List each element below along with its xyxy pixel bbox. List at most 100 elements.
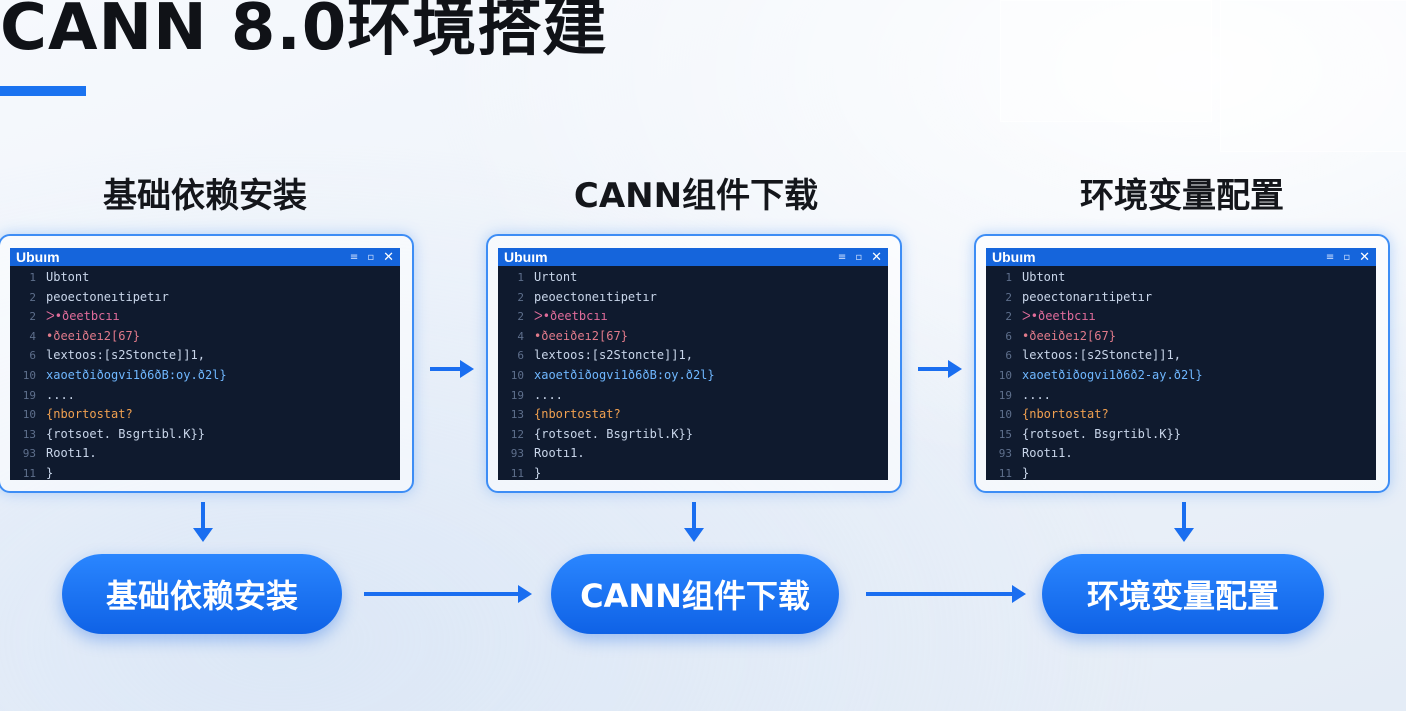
code-line: 15 {rotsoet. Bsgrtibl.K}} <box>986 425 1376 445</box>
line-text: .... <box>534 387 563 402</box>
line-text: xaoetðiðogvi1ð6ðB:oy.ð2l} <box>534 367 715 382</box>
code-line: 1 Ubtont <box>986 268 1376 288</box>
line-text: Ubtont <box>1022 270 1066 284</box>
line-text: ᐳ•ðeetbcıı <box>1022 309 1096 324</box>
code-line: 6 lextoos:[s2Stoncte]]1, <box>986 346 1376 366</box>
line-text: {rotsoet. Bsgrtibl.K}} <box>46 426 205 441</box>
line-text: } <box>1022 465 1030 480</box>
code-line: 11 } <box>986 464 1376 480</box>
line-number: 2 <box>1005 290 1012 304</box>
line-text: Rootı1. <box>1022 446 1073 461</box>
line-text: Urtont <box>534 270 578 284</box>
code-line: 6 •ðeeiðeı2[67} <box>986 327 1376 347</box>
line-text: ᐳ•ðeetbcıı <box>534 309 608 324</box>
close-icon[interactable]: ✕ <box>383 249 394 265</box>
window-title: Ubuım <box>504 249 548 265</box>
code-line: 11 } <box>498 464 888 480</box>
minimize-icon[interactable]: ≡ <box>1325 251 1335 263</box>
code-line: 10 {nbortostat? <box>10 405 400 425</box>
line-number: 6 <box>1005 349 1012 363</box>
line-number: 4 <box>517 329 524 343</box>
line-number: 93 <box>998 447 1012 461</box>
line-number: 4 <box>29 329 36 343</box>
line-text: {rotsoet. Bsgrtibl.K}} <box>534 426 693 441</box>
maximize-icon[interactable]: ▫ <box>367 251 375 263</box>
minimize-icon[interactable]: ≡ <box>349 251 359 263</box>
line-number: 2 <box>29 290 36 304</box>
line-text: peoectoneıtipetır <box>46 289 169 304</box>
code-line: 19 .... <box>498 386 888 406</box>
line-text: xaoetðiðogvi1ð6ð2-ay.ð2l} <box>1022 367 1203 382</box>
line-number: 1 <box>1005 271 1012 284</box>
line-number: 2 <box>517 310 524 324</box>
line-number: 15 <box>998 427 1012 441</box>
line-number: 2 <box>29 310 36 324</box>
line-text: Ubtont <box>46 270 90 284</box>
title-accent-bar <box>0 86 86 96</box>
line-text: .... <box>1022 387 1051 402</box>
line-number: 6 <box>1005 329 1012 343</box>
code-line: 10 xaoetðiðogvi1ð6ðB:oy.ð2l} <box>498 366 888 386</box>
code-line: 19 .... <box>986 386 1376 406</box>
maximize-icon[interactable]: ▫ <box>1343 251 1351 263</box>
window-title: Ubuım <box>16 249 60 265</box>
window-controls: ≡ ▫ ✕ <box>1326 250 1370 265</box>
code-line: 1 Urtont <box>498 268 888 288</box>
flow-arrow-right <box>866 585 1026 603</box>
line-number: 19 <box>22 388 36 402</box>
window-controls: ≡ ▫ ✕ <box>350 250 394 265</box>
line-text: {nbortostat? <box>534 407 621 422</box>
flow-arrow-right <box>364 585 532 603</box>
line-text: } <box>534 465 542 480</box>
code-line: 2 ᐳ•ðeetbcıı <box>986 307 1376 327</box>
close-icon[interactable]: ✕ <box>1359 249 1370 265</box>
line-number: 10 <box>998 368 1012 382</box>
window-titlebar: Ubuım ≡ ▫ ✕ <box>10 248 400 266</box>
line-number: 93 <box>22 447 36 461</box>
code-line: 93 Rootı1. <box>10 444 400 464</box>
maximize-icon[interactable]: ▫ <box>855 251 863 263</box>
step-heading-env-config: 环境变量配置 <box>1080 176 1284 216</box>
code-line: 4•ðeeiðeı2[67} <box>10 327 400 347</box>
line-text: peoectoneıtipetır <box>534 289 657 304</box>
line-number: 6 <box>29 349 36 363</box>
flow-arrow-right <box>918 360 962 378</box>
line-text: {nbortostat? <box>1022 407 1109 422</box>
close-icon[interactable]: ✕ <box>871 249 882 265</box>
step-pill-download[interactable]: CANN组件下载 <box>551 554 839 634</box>
step-pill-dependencies[interactable]: 基础依赖安装 <box>62 554 342 634</box>
line-number: 1 <box>29 271 36 284</box>
line-text: lextoos:[s2Stoncte]]1, <box>534 348 693 363</box>
line-text: •ðeeiðeı2[67} <box>1022 328 1116 343</box>
code-line: 6 lextoos:[s2Stoncte]]1, <box>10 346 400 366</box>
code-line: 13 {rotsoet. Bsgrtibl.K}} <box>10 425 400 445</box>
flow-arrow-down <box>1174 502 1194 542</box>
line-text: } <box>46 465 54 480</box>
window-titlebar: Ubuım≡▫✕ <box>986 248 1376 266</box>
line-number: 6 <box>517 349 524 363</box>
code-line: 4 •ðeeiðeı2[67} <box>498 327 888 347</box>
line-number: 11 <box>22 466 36 480</box>
line-text: •ðeeiðeı2[67} <box>534 328 628 343</box>
code-line: 1 Ubtont <box>10 268 400 288</box>
minimize-icon[interactable]: ≡ <box>837 251 847 263</box>
step-pill-env-config[interactable]: 环境变量配置 <box>1042 554 1324 634</box>
flow-arrow-down <box>684 502 704 542</box>
line-text: Rootı1. <box>46 446 97 461</box>
line-number: 12 <box>510 427 524 441</box>
line-number: 1 <box>517 271 524 284</box>
line-number: 2 <box>1005 310 1012 324</box>
background-panel <box>1000 0 1212 122</box>
line-text: .... <box>46 387 75 402</box>
